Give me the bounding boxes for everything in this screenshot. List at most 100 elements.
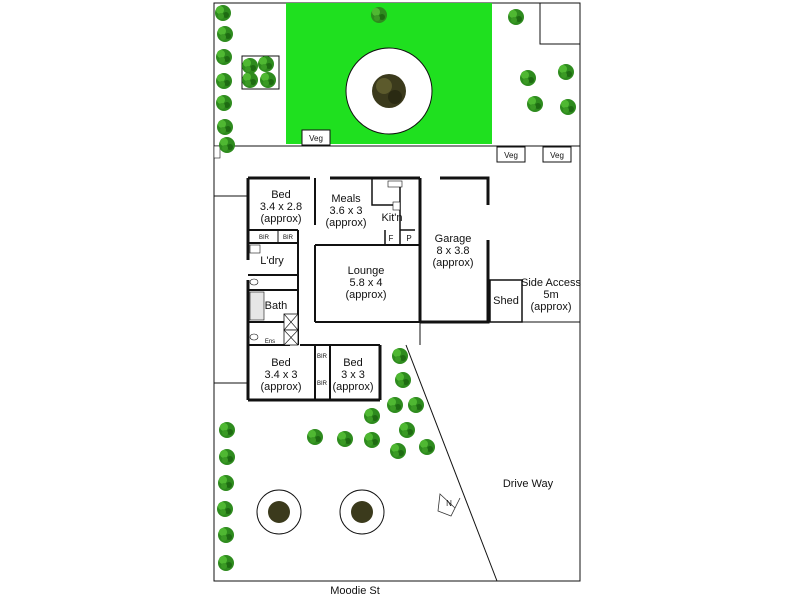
bush-icon (260, 72, 276, 88)
bush-icon (364, 408, 380, 424)
boundary-notch (539, 3, 580, 45)
garden-bed (241, 55, 280, 90)
fridge-label: F (389, 234, 394, 243)
bush-icon (419, 439, 435, 455)
meals-size: 3.6 x 3 (329, 205, 362, 217)
bed1-note: (approx) (261, 213, 302, 225)
bush-icon (560, 99, 576, 115)
bush-icon (392, 348, 408, 364)
driveway-edge (405, 344, 498, 582)
driveway-label: Drive Way (503, 478, 554, 490)
bed3-note: (approx) (333, 381, 374, 393)
bush-icon (527, 96, 543, 112)
side-access-label: Side Access 5m (approx) (521, 277, 581, 313)
bushes-group (215, 5, 576, 571)
bush-icon (218, 475, 234, 491)
bed2-size: 3.4 x 3 (264, 369, 297, 381)
bush-icon (216, 49, 232, 65)
garage-size: 8 x 3.8 (436, 245, 469, 257)
bed3-label: Bed 3 x 3 (approx) (333, 357, 374, 393)
bush-icon (364, 432, 380, 448)
north-label: N (446, 499, 452, 508)
bir-label-2: BIR (283, 235, 294, 241)
bush-icon (216, 73, 232, 89)
bush-icon (217, 501, 233, 517)
bir-label-4: BIR (317, 381, 328, 387)
veg-box-3 (542, 146, 572, 163)
bush-icon (307, 429, 323, 445)
bath-name: Bath (265, 300, 288, 312)
bed1-name: Bed (271, 189, 291, 201)
north-arrow-icon: N (437, 493, 461, 517)
kitchen-sink-icon (387, 180, 403, 188)
feature-tree-icon (372, 74, 406, 108)
bush-icon (508, 9, 524, 25)
bush-icon (395, 372, 411, 388)
meals-note: (approx) (326, 217, 367, 229)
garage-label: Garage 8 x 3.8 (approx) (433, 233, 474, 269)
lounge-name: Lounge (348, 265, 385, 277)
sink-icon (249, 244, 261, 254)
side-access-name: Side Access (521, 277, 581, 289)
bush-icon (371, 7, 387, 23)
meals-label: Meals 3.6 x 3 (approx) (326, 193, 367, 229)
bush-icon (399, 422, 415, 438)
veg-box-2 (496, 146, 526, 163)
bush-icon (558, 64, 574, 80)
pantry-label: P (406, 234, 411, 243)
fence-post (213, 145, 221, 159)
bush-icon (258, 56, 274, 72)
ensuite-toilet-icon (249, 333, 259, 341)
shed-name: Shed (493, 295, 519, 307)
shed (489, 279, 523, 323)
bir-label-3: BIR (317, 354, 328, 360)
bush-icon (219, 422, 235, 438)
lounge-label: Lounge 5.8 x 4 (approx) (346, 265, 387, 301)
bush-icon (219, 137, 235, 153)
bed3-name: Bed (343, 357, 363, 369)
cooktop-icon (392, 201, 401, 211)
house-walls (246, 176, 490, 402)
bush-icon (242, 58, 258, 74)
toilet-icon (249, 278, 259, 286)
shrub-icon (268, 501, 290, 523)
bed2-note: (approx) (261, 381, 302, 393)
bed1-label: Bed 3.4 x 2.8 (approx) (260, 189, 302, 225)
bush-icon (387, 397, 403, 413)
bir-label-1: BIR (259, 235, 270, 241)
bush-icon (242, 72, 258, 88)
veg-label-1: Veg (309, 134, 323, 143)
lounge-note: (approx) (346, 289, 387, 301)
bush-icon (337, 431, 353, 447)
bathtub-icon (249, 291, 265, 321)
bush-icon (219, 449, 235, 465)
bush-icon (218, 555, 234, 571)
kitchen-name: Kit'n (381, 212, 402, 224)
bed2-name: Bed (271, 357, 291, 369)
street-label: Moodie St (330, 585, 380, 597)
veg-label-2: Veg (504, 151, 518, 160)
bush-icon (408, 397, 424, 413)
side-access-size: 5m (543, 289, 558, 301)
shrub-icon (351, 501, 373, 523)
bush-icon (218, 527, 234, 543)
laundry-name: L'dry (260, 255, 284, 267)
bed2-label: Bed 3.4 x 3 (approx) (261, 357, 302, 393)
bush-icon (216, 95, 232, 111)
bush-icon (215, 5, 231, 21)
bed1-size: 3.4 x 2.8 (260, 201, 302, 213)
bush-icon (390, 443, 406, 459)
bush-icon (217, 26, 233, 42)
bush-icon (217, 119, 233, 135)
side-access-note: (approx) (531, 301, 572, 313)
bush-icon (520, 70, 536, 86)
lounge-size: 5.8 x 4 (349, 277, 382, 289)
bed3-size: 3 x 3 (341, 369, 365, 381)
meals-name: Meals (331, 193, 361, 205)
garage-name: Garage (435, 233, 472, 245)
ensuite-name: Ens (265, 339, 275, 345)
garage-note: (approx) (433, 257, 474, 269)
veg-box-1 (301, 129, 331, 146)
veg-label-3: Veg (550, 151, 564, 160)
